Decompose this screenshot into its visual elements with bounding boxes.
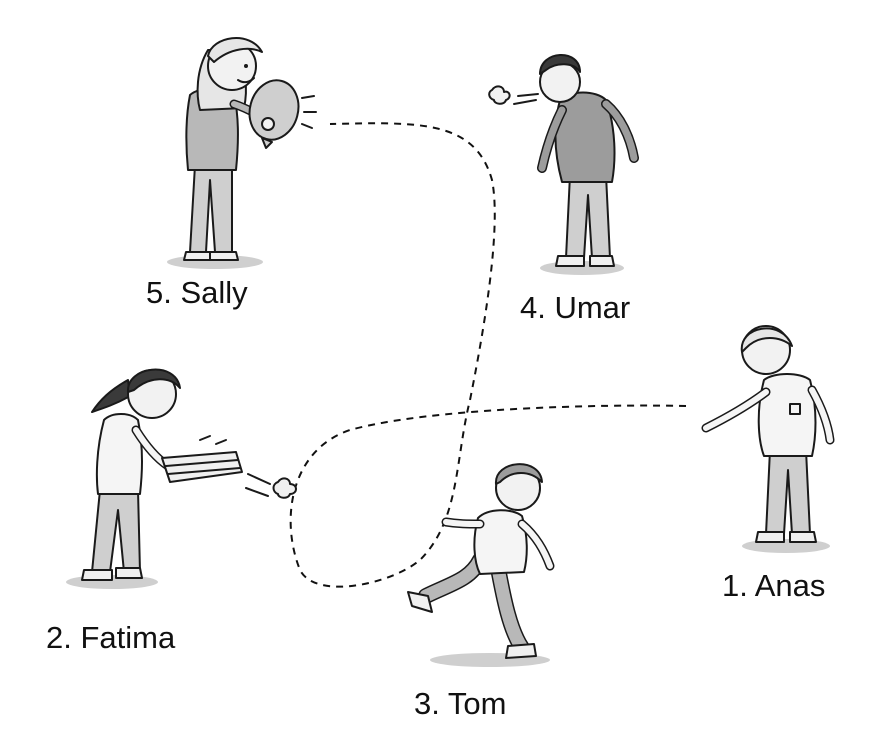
dashed-path [289, 122, 687, 588]
blow-puff-icon [488, 85, 539, 105]
figure-fatima [66, 368, 297, 589]
path-segment-anas-to-fatima [289, 122, 687, 588]
motion-puff-icon [245, 473, 297, 499]
label-tom: 3. Tom [414, 686, 507, 721]
figure-tom [407, 463, 555, 667]
label-sally: 5. Sally [146, 275, 248, 310]
figure-umar [488, 54, 639, 275]
balloon-icon [248, 79, 317, 149]
paper-stack-icon [161, 435, 243, 483]
label-umar: 4. Umar [520, 290, 631, 325]
figure-sally [167, 37, 317, 269]
label-anas: 1. Anas [722, 568, 826, 603]
label-fatima: 2. Fatima [46, 620, 176, 655]
figure-anas [701, 325, 835, 553]
